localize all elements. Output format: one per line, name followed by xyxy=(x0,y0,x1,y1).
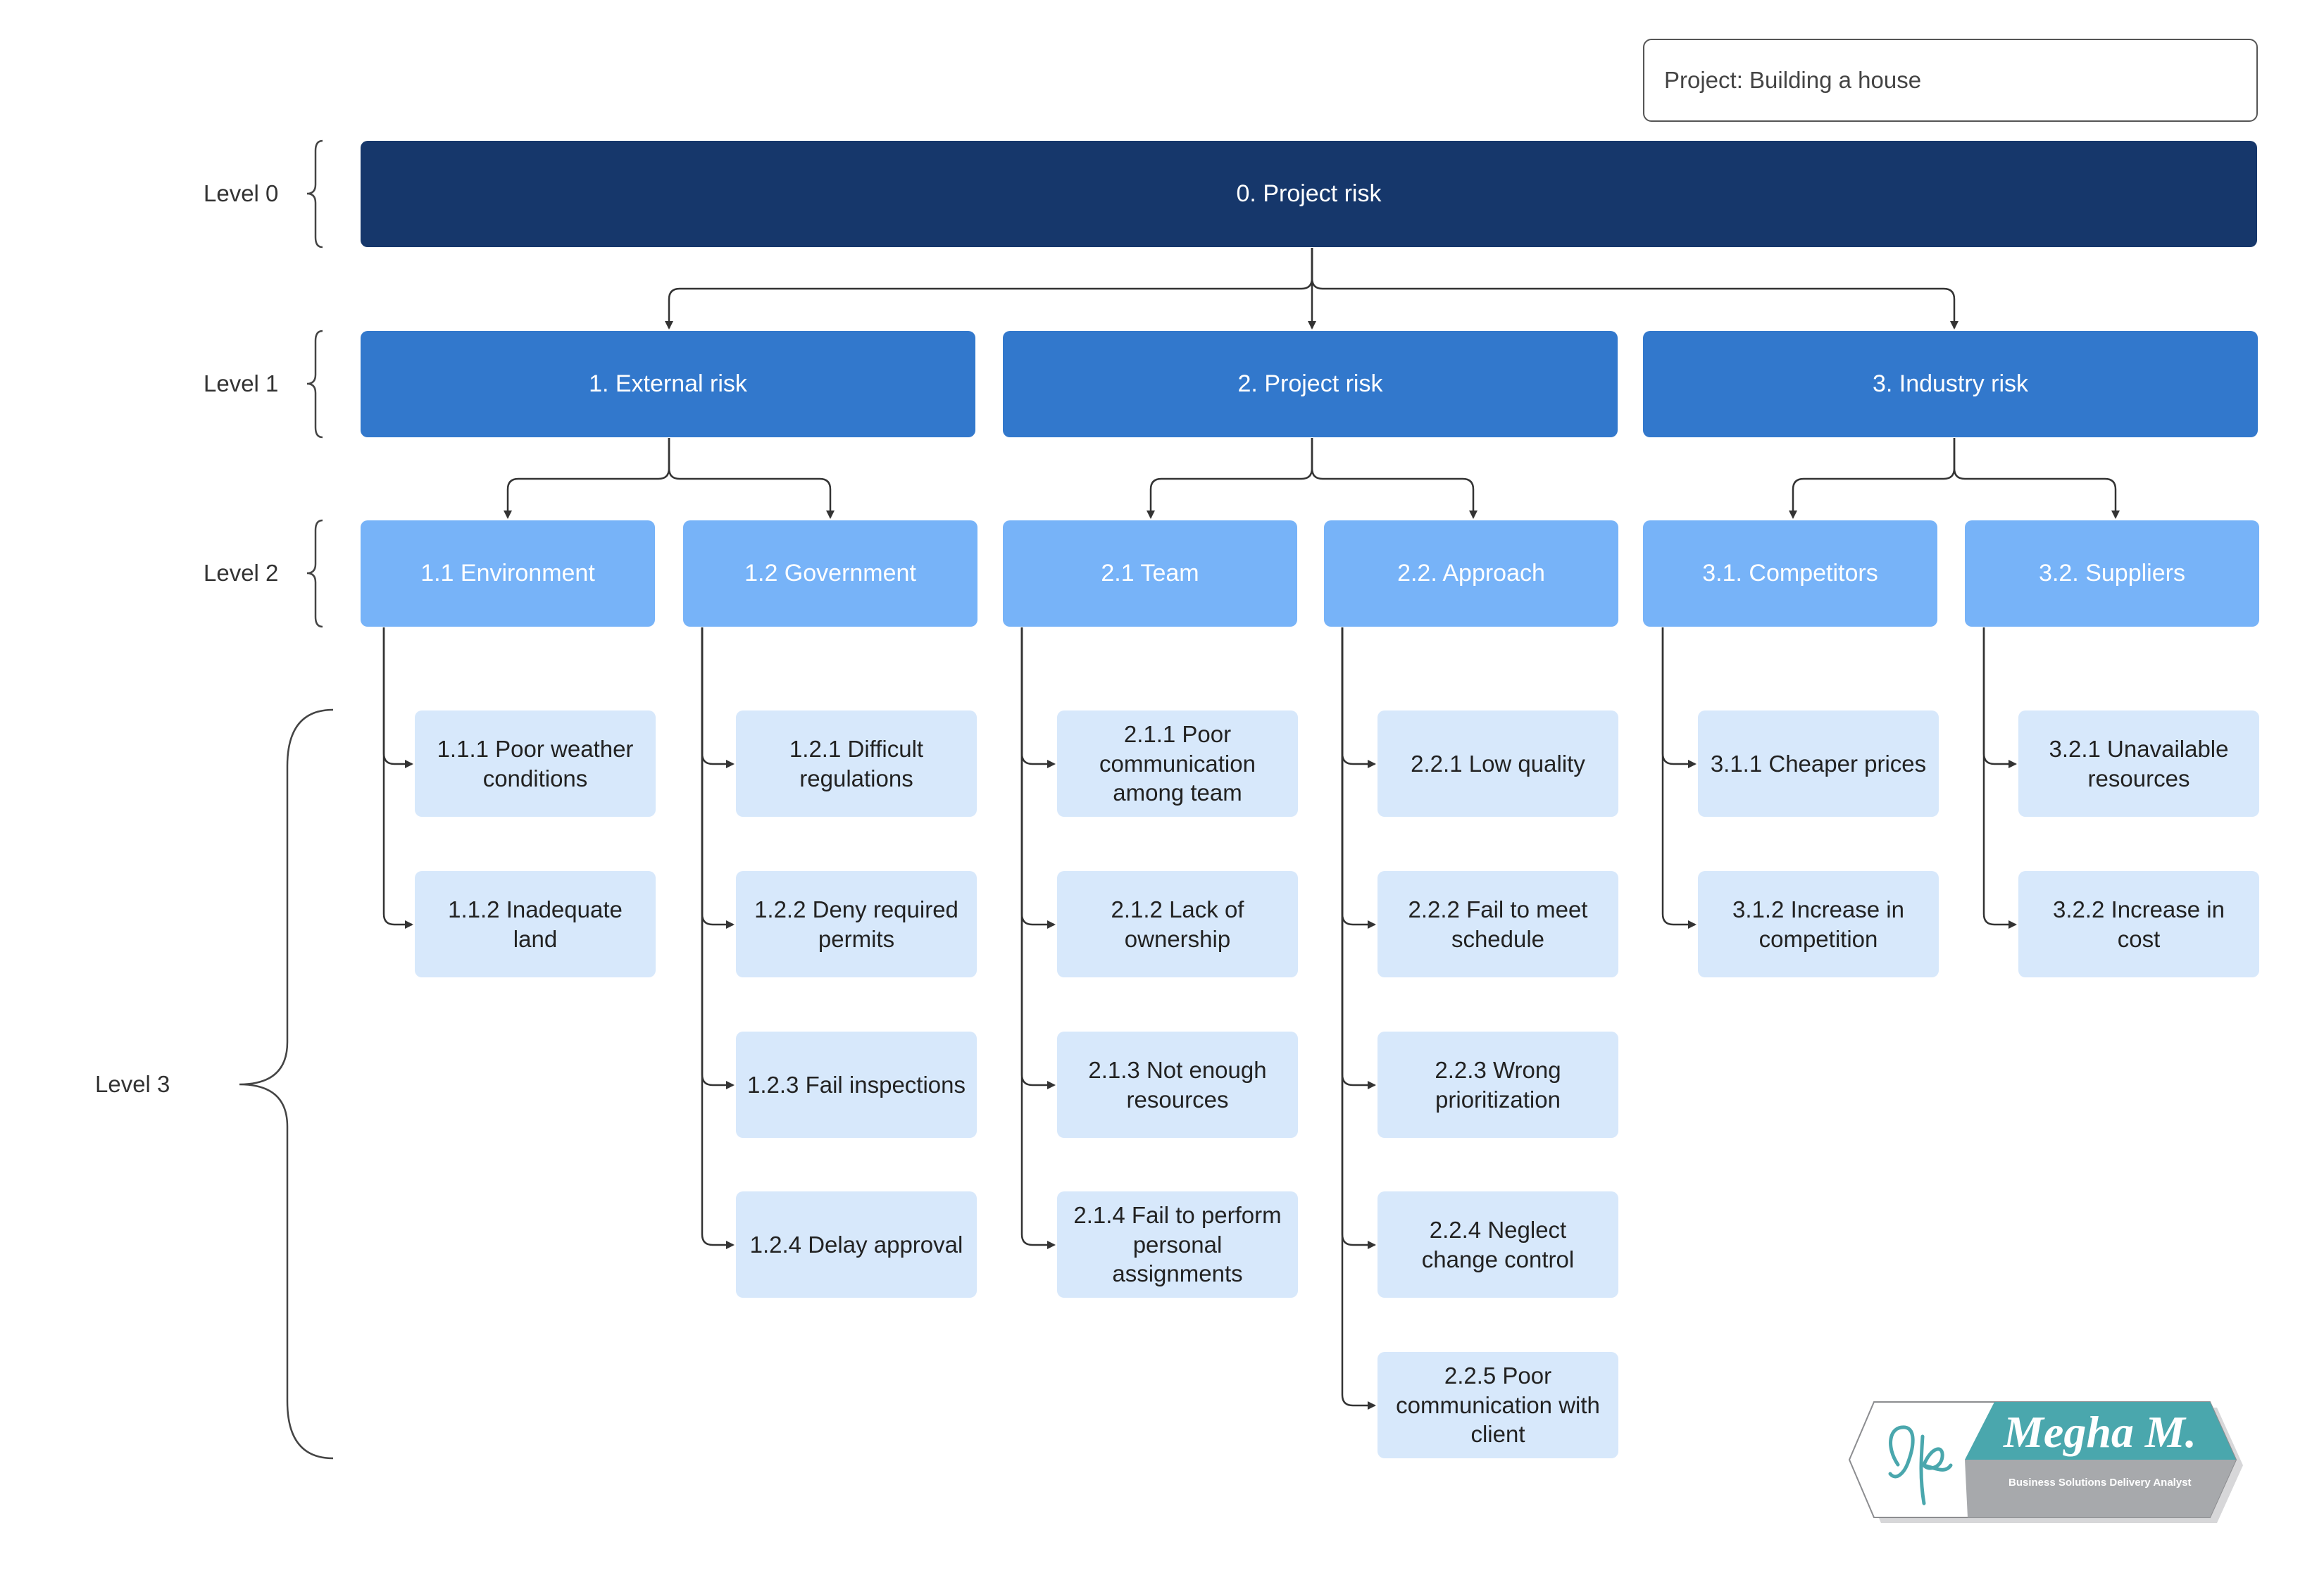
connector-suppliers-1 xyxy=(1982,627,2017,768)
logo-subtitle: Business Solutions Delivery Analyst xyxy=(2008,1477,2192,1489)
connector-team-4 xyxy=(1020,627,1056,1249)
node-2-2-3[interactable]: 2.2.3 Wrong prioritization xyxy=(1377,1032,1618,1138)
node-environment[interactable]: 1.1 Environment xyxy=(361,520,655,627)
node-approach[interactable]: 2.2. Approach xyxy=(1324,520,1618,627)
connector-project-approach xyxy=(1311,438,1478,519)
node-1-2-1[interactable]: 1.2.1 Difficult regulations xyxy=(736,710,977,817)
connector-approach-1 xyxy=(1341,627,1376,768)
node-2-1-1[interactable]: 2.1.1 Poor communication among team xyxy=(1057,710,1298,817)
node-external-risk[interactable]: 1. External risk xyxy=(361,331,975,437)
node-2-2-2[interactable]: 2.2.2 Fail to meet schedule xyxy=(1377,871,1618,977)
node-2-2-5[interactable]: 2.2.5 Poor communication with client xyxy=(1377,1352,1618,1458)
connector-government-4 xyxy=(701,627,735,1249)
node-1-1-2[interactable]: 1.1.2 Inadequate land xyxy=(415,871,656,977)
level-2-label: Level 2 xyxy=(204,560,279,586)
connector-industry-suppliers xyxy=(1953,438,2120,519)
node-2-2-1[interactable]: 2.2.1 Low quality xyxy=(1377,710,1618,817)
connector-root-industry xyxy=(1311,248,1958,330)
node-3-2-2[interactable]: 3.2.2 Increase in cost xyxy=(2018,871,2259,977)
node-1-1-1[interactable]: 1.1.1 Poor weather conditions xyxy=(415,710,656,817)
connector-suppliers-2 xyxy=(1982,627,2017,929)
node-project-risk[interactable]: 2. Project risk xyxy=(1003,331,1618,437)
connector-competitors-2 xyxy=(1661,627,1697,929)
node-1-2-2[interactable]: 1.2.2 Deny required permits xyxy=(736,871,977,977)
project-label: Project: Building a house xyxy=(1643,39,2258,122)
connector-team-1 xyxy=(1020,627,1056,768)
node-1-2-3[interactable]: 1.2.3 Fail inspections xyxy=(736,1032,977,1138)
node-suppliers[interactable]: 3.2. Suppliers xyxy=(1965,520,2259,627)
level-1-label: Level 1 xyxy=(204,370,279,396)
connector-industry-competitors xyxy=(1789,438,1956,519)
connector-approach-5 xyxy=(1341,627,1376,1410)
root-node[interactable]: 0. Project risk xyxy=(361,141,2257,247)
node-government[interactable]: 1.2 Government xyxy=(683,520,977,627)
connector-government-3 xyxy=(701,627,735,1089)
connector-team-3 xyxy=(1020,627,1056,1089)
node-competitors[interactable]: 3.1. Competitors xyxy=(1643,520,1937,627)
brace-level-1 xyxy=(306,330,323,439)
connector-project-team xyxy=(1147,438,1313,519)
connector-external-environment xyxy=(504,438,670,519)
node-3-2-1[interactable]: 3.2.1 Unavailable resources xyxy=(2018,710,2259,817)
connector-approach-4 xyxy=(1341,627,1376,1249)
connector-government-2 xyxy=(701,627,735,929)
connector-environment-1 xyxy=(382,627,413,768)
connector-competitors-1 xyxy=(1661,627,1697,768)
node-3-1-1[interactable]: 3.1.1 Cheaper prices xyxy=(1698,710,1939,817)
logo-name: Megha M. xyxy=(2003,1407,2197,1457)
node-2-1-2[interactable]: 2.1.2 Lack of ownership xyxy=(1057,871,1298,977)
author-logo: Megha M. Business Solutions Delivery Ana… xyxy=(1848,1401,2243,1523)
brace-level-3 xyxy=(239,708,334,1460)
node-2-1-4[interactable]: 2.1.4 Fail to perform personal assignmen… xyxy=(1057,1191,1298,1298)
connector-approach-3 xyxy=(1341,627,1376,1089)
node-industry-risk[interactable]: 3. Industry risk xyxy=(1643,331,2258,437)
connector-environment-2 xyxy=(382,627,413,929)
monogram-icon xyxy=(1888,1425,1953,1505)
level-3-label: Level 3 xyxy=(95,1071,170,1097)
connector-team-2 xyxy=(1020,627,1056,929)
connector-external-government xyxy=(668,438,835,519)
node-team[interactable]: 2.1 Team xyxy=(1003,520,1297,627)
node-1-2-4[interactable]: 1.2.4 Delay approval xyxy=(736,1191,977,1298)
connector-approach-2 xyxy=(1341,627,1376,929)
node-2-2-4[interactable]: 2.2.4 Neglect change control xyxy=(1377,1191,1618,1298)
node-2-1-3[interactable]: 2.1.3 Not enough resources xyxy=(1057,1032,1298,1138)
brace-level-2 xyxy=(306,519,323,628)
connector-government-1 xyxy=(701,627,735,768)
level-0-label: Level 0 xyxy=(204,180,279,206)
node-3-1-2[interactable]: 3.1.2 Increase in competition xyxy=(1698,871,1939,977)
connector-root-external xyxy=(665,248,1313,330)
brace-level-0 xyxy=(306,139,323,249)
